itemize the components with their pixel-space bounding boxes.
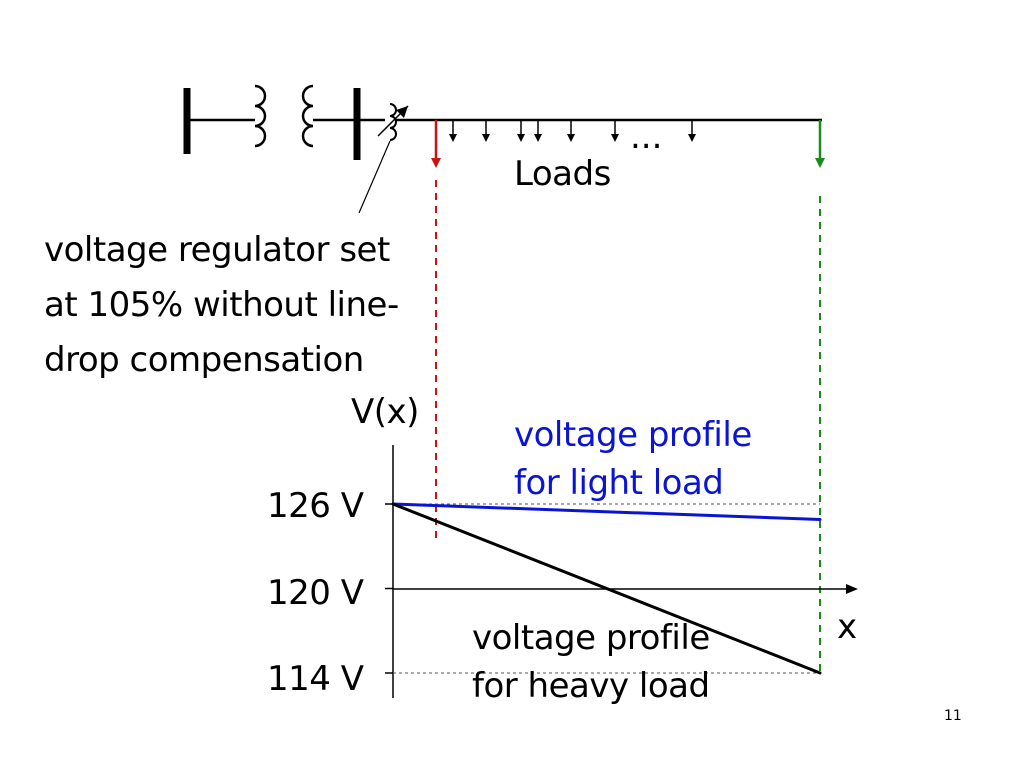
feeder-end-arrow-head	[815, 158, 825, 168]
transformer-primary-coil	[254, 84, 267, 148]
loads-ellipsis: ...	[630, 117, 662, 157]
regulator-pointer-line	[358, 140, 391, 214]
heavy-load-caption-line: for heavy load	[472, 666, 710, 706]
load-arrow	[482, 120, 490, 142]
load-arrow	[534, 120, 542, 142]
page-number: 11	[944, 708, 962, 724]
load-arrows	[449, 120, 696, 142]
y-axis-ticks	[385, 503, 820, 674]
load-arrow	[517, 120, 525, 142]
heavy-load-profile-line	[391, 502, 822, 675]
light-load-caption-line: for light load	[514, 463, 724, 503]
feeder-start-arrow-head	[431, 158, 441, 168]
y-axis-label: V(x)	[351, 392, 419, 432]
substation-schematic	[183, 84, 409, 160]
x-axis-label: x	[837, 607, 857, 647]
y-tick-label-114: 114 V	[267, 659, 364, 699]
regulator-caption-line: drop compensation	[44, 340, 364, 380]
load-arrow	[688, 120, 696, 142]
y-tick-label-120: 120 V	[267, 573, 364, 613]
regulator-caption-line: voltage regulator set	[44, 230, 390, 270]
light-load-caption-line: voltage profile	[514, 415, 752, 455]
loads-label: Loads	[514, 154, 611, 194]
regulator-adjust-arrow-head	[396, 106, 408, 118]
load-arrow	[611, 120, 619, 142]
feeder-start-marker	[431, 120, 441, 540]
profile-series	[391, 502, 822, 675]
feeder-end-marker	[815, 120, 825, 672]
load-arrow	[449, 120, 457, 142]
light-load-caption: voltage profile for light load	[514, 411, 752, 507]
heavy-load-caption: voltage profile for heavy load	[472, 614, 710, 710]
heavy-load-caption-line: voltage profile	[472, 618, 710, 658]
regulator-caption-line: at 105% without line-	[44, 285, 399, 325]
transformer-secondary-coil	[301, 84, 314, 148]
light-load-profile-line	[391, 502, 822, 521]
regulator-caption: voltage regulator set at 105% without li…	[44, 223, 399, 388]
x-axis-arrow-head	[846, 584, 858, 594]
y-tick-label-126: 126 V	[267, 486, 364, 526]
load-arrow	[567, 120, 575, 142]
voltage-profile-plot	[385, 445, 858, 698]
